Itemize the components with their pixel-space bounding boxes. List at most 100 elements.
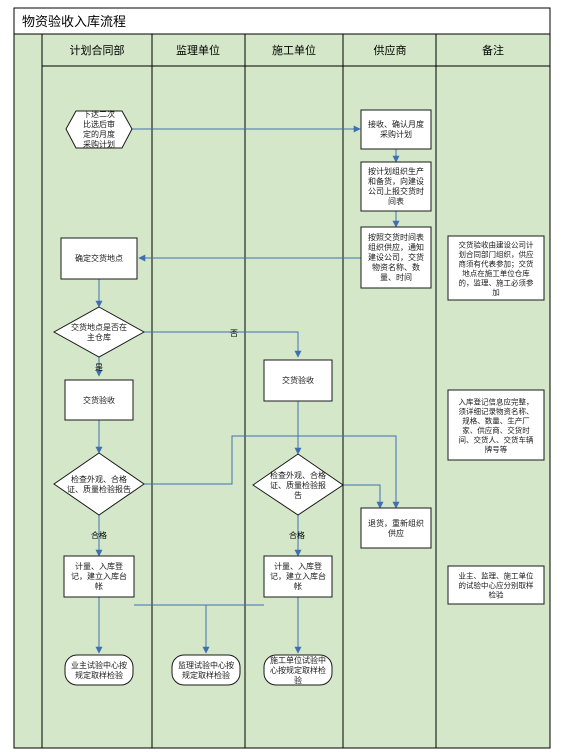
remark-text-1-line: 划合同部门组织，供应 bbox=[459, 249, 534, 259]
node-supervision-test-text: 监理试验中心按规定取样检验 bbox=[178, 660, 234, 680]
remark-text-1: 交货验收由建设公司计划合同部门组织，供应商须有代表参加；交货地点在施工单位仓库的… bbox=[459, 239, 534, 297]
remark-text-2-line: 须详细记录物资名称、 bbox=[459, 406, 534, 416]
node-supervision-test-text-line: 规定取样检验 bbox=[182, 670, 230, 680]
node-determine-location bbox=[60, 237, 138, 280]
node-decision-text-line: 交货地点是否在 bbox=[71, 322, 127, 332]
node-inspect-mid bbox=[252, 453, 344, 516]
node-issue-plan-text: 下达二次比选后审定的月度采购计划 bbox=[83, 109, 115, 149]
node-organize-production-text-line: 间表 bbox=[388, 196, 404, 206]
remark-text-2: 入库登记信息应完整，须详细记录物资名称、规格、数量、生产厂家、供应商、交货时间、… bbox=[459, 396, 534, 454]
node-decision-text-line: 主仓库 bbox=[87, 332, 111, 342]
remark-box-3 bbox=[447, 565, 545, 605]
node-delivery-accept-mid-text-line: 交货验收 bbox=[282, 375, 314, 385]
connector-decision-no bbox=[144, 331, 302, 358]
node-inspect-mid-text-line: 检查外观、合格 bbox=[270, 470, 326, 480]
node-register-mid bbox=[263, 555, 333, 598]
node-register-left-text-line: 计量、入库登 bbox=[75, 561, 123, 571]
node-inspect-left-text-line: 检查外观、合格 bbox=[71, 474, 127, 484]
connector-inspect-left-reject bbox=[144, 435, 400, 509]
node-inspect-mid-text-line: 证、质量检验报 bbox=[270, 480, 326, 490]
node-issue-plan-text-line: 比选后审 bbox=[83, 119, 115, 129]
remark-box-2 bbox=[447, 389, 545, 461]
node-owner-test-text-line: 规定取样检验 bbox=[75, 670, 123, 680]
connector-inspect-mid-reject bbox=[343, 484, 384, 509]
remark-text-1-line: 交货验收由建设公司计 bbox=[459, 239, 534, 249]
node-supervision-test bbox=[171, 654, 241, 686]
node-register-left-text: 计量、入库登记，建立入库台帐 bbox=[71, 561, 127, 591]
node-organize-supply-text-line: 组织供应，通知 bbox=[368, 242, 424, 252]
node-organize-production-text-line: 公司上报交货时 bbox=[368, 186, 424, 196]
node-delivery-accept-mid bbox=[263, 359, 333, 402]
node-delivery-accept-left-text: 交货验收 bbox=[83, 395, 115, 405]
node-owner-test-text: 业主试验中心按规定取样检验 bbox=[71, 660, 127, 680]
node-inspect-left bbox=[53, 452, 145, 516]
node-issue-plan-text-line: 下达二次 bbox=[83, 109, 115, 119]
node-organize-supply-text: 按照交货时间表组织供应，通知建设公司，交货物资名称、数量、时间 bbox=[368, 232, 424, 282]
node-issue-plan-text-line: 定的月度 bbox=[83, 129, 115, 139]
node-delivery-accept-left bbox=[64, 379, 134, 421]
remark-text-1-line: 的，监理、施工必须参 bbox=[459, 277, 534, 287]
node-register-left-text-line: 帐 bbox=[95, 581, 103, 591]
node-return-resupply-text: 退货，重新组织供应 bbox=[368, 518, 424, 538]
node-receive-plan-text-line: 采购计划 bbox=[380, 129, 412, 139]
node-organize-supply-text-line: 按照交货时间表 bbox=[368, 232, 424, 242]
remark-text-2-line: 间、交货人、交货车辆 bbox=[459, 434, 534, 444]
header-row bbox=[41, 33, 551, 67]
left-margin-column bbox=[13, 33, 43, 749]
node-receive-plan bbox=[360, 109, 432, 150]
remark-text-1-line: 商须有代表参加；交货 bbox=[459, 258, 534, 268]
node-inspect-mid-text: 检查外观、合格证、质量检验报告 bbox=[270, 470, 326, 500]
edge-label-no: 否 bbox=[230, 329, 238, 338]
node-organize-production-text-line: 按计划组织生产 bbox=[368, 166, 424, 176]
node-organize-production bbox=[360, 161, 432, 212]
node-register-left-text-line: 记，建立入库台 bbox=[71, 571, 127, 581]
remark-text-1-line: 地点在施工单位仓库 bbox=[462, 268, 530, 278]
edge-label-pass-left: 合格 bbox=[91, 530, 107, 540]
remark-text-1-line: 加 bbox=[492, 287, 500, 297]
remark-text-3-line: 业主、监理、施工单位 bbox=[459, 571, 534, 581]
edge-label-yes: 是 bbox=[95, 363, 103, 372]
node-construction-test-text-line: 验 bbox=[294, 675, 302, 685]
node-construction-test-text-line: 施工单位试验中 bbox=[270, 655, 326, 665]
node-organize-production-text: 按计划组织生产和备货，向建设公司上报交货时间表 bbox=[368, 166, 424, 206]
node-register-left bbox=[63, 555, 135, 598]
node-organize-supply-text-line: 建设公司，交货 bbox=[368, 252, 424, 262]
node-organize-supply bbox=[360, 226, 432, 289]
remark-text-3-line: 的试验中心应分别取样 bbox=[459, 580, 534, 590]
node-inspect-left-text-line: 证、质量检验报告 bbox=[67, 484, 131, 494]
lane-header-remarks: 备注 bbox=[482, 43, 504, 57]
node-return-resupply bbox=[360, 507, 432, 549]
node-determine-location-text-line: 确定交货地点 bbox=[75, 253, 123, 263]
node-decision-main-warehouse bbox=[52, 306, 146, 358]
node-owner-test-text-line: 业主试验中心按 bbox=[71, 660, 127, 670]
node-return-resupply-text-line: 退货，重新组织 bbox=[368, 518, 424, 528]
remark-text-3: 业主、监理、施工单位的试验中心应分别取样检验 bbox=[459, 571, 534, 600]
lane-header-supplier: 供应商 bbox=[374, 43, 407, 57]
remark-text-2-line: 规格、数量、生产厂 bbox=[462, 415, 530, 425]
edge-label-pass-mid: 合格 bbox=[289, 530, 305, 540]
node-organize-supply-text-line: 量、时间 bbox=[380, 272, 412, 282]
node-inspect-mid-text-line: 告 bbox=[294, 490, 302, 500]
node-delivery-accept-mid-text: 交货验收 bbox=[282, 375, 314, 385]
node-owner-test bbox=[64, 654, 134, 686]
node-inspect-left-text: 检查外观、合格证、质量检验报告 bbox=[67, 474, 131, 494]
node-construction-test-text-line: 心按规定取样检 bbox=[270, 665, 326, 675]
lane-header-construction: 施工单位 bbox=[272, 43, 316, 57]
diagram-title: 物资验收入库流程 bbox=[22, 14, 126, 30]
remark-box-1 bbox=[447, 235, 545, 301]
remark-text-3-line: 检验 bbox=[489, 590, 504, 600]
remark-text-2-line: 家、供应商、交货时 bbox=[462, 425, 530, 435]
node-receive-plan-text-line: 接收、确认月度 bbox=[368, 119, 424, 129]
node-register-mid-text-line: 计量、入库登 bbox=[274, 561, 322, 571]
node-construction-test-text: 施工单位试验中心按规定取样检验 bbox=[270, 655, 326, 685]
remark-text-2-line: 入库登记信息应完整， bbox=[459, 396, 534, 406]
node-construction-test bbox=[263, 654, 333, 686]
node-register-mid-text: 计量、入库登记，建立入库台帐 bbox=[270, 561, 326, 591]
node-supervision-test-text-line: 监理试验中心按 bbox=[178, 660, 234, 670]
node-register-mid-text-line: 帐 bbox=[294, 581, 302, 591]
lane-header-supervision: 监理单位 bbox=[176, 43, 220, 57]
title-bar bbox=[13, 7, 551, 35]
node-organize-supply-text-line: 物资名称、数 bbox=[372, 262, 420, 272]
node-decision-text: 交货地点是否在主仓库 bbox=[71, 322, 127, 342]
node-issue-plan bbox=[65, 110, 133, 149]
